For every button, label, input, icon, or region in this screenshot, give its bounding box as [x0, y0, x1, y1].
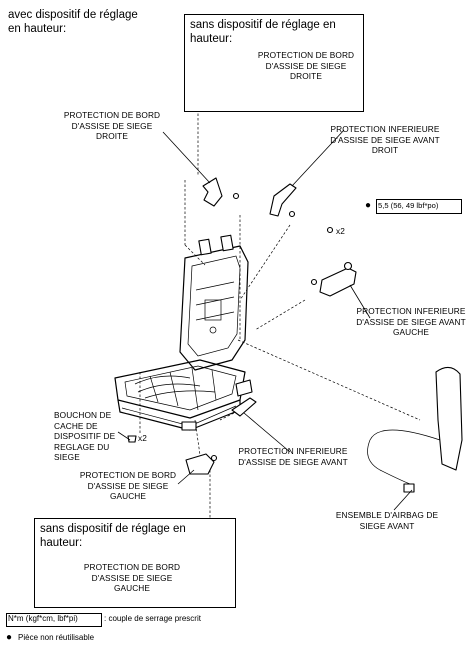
- lower-cushion-protector-right: [269, 183, 297, 217]
- front-seat-airbag-assembly: [435, 366, 463, 471]
- seat-edge-protector-left: [185, 453, 215, 475]
- seat-frame: [114, 234, 253, 431]
- lower-cushion-protector-left: [319, 267, 357, 297]
- label-protection-inferieure-droit: PROTECTION INFERIEURE D'ASSISE DE SIEGE …: [330, 124, 440, 155]
- label-protection-gauche-boxed: PROTECTION DE BORD D'ASSISE DE SIEGE GAU…: [83, 562, 181, 593]
- label-protection-gauche: PROTECTION DE BORD D'ASSISE DE SIEGE GAU…: [79, 470, 177, 501]
- label-protection-droite: PROTECTION DE BORD D'ASSISE DE SIEGE DRO…: [63, 110, 161, 141]
- quantity-x2-bolts: x2: [336, 226, 345, 236]
- header-with-adjuster: avec dispositif de réglage en hauteur:: [8, 9, 138, 35]
- nonreusable-marker: ●: [365, 200, 372, 211]
- header-without-adjuster-bottom: sans dispositif de réglage en hauteur:: [40, 523, 186, 549]
- label-bouchon: BOUCHON DE CACHE DE DISPOSITIF DE REGLAG…: [54, 410, 116, 462]
- label-protection-inferieure-avant: PROTECTION INFERIEURE D'ASSISE DE SIEGE …: [238, 446, 348, 467]
- seat-adjuster-cover-cap: [127, 435, 137, 443]
- seat-edge-protector-right: [202, 177, 223, 207]
- label-protection-inferieure-gauche: PROTECTION INFERIEURE D'ASSISE DE SIEGE …: [356, 306, 466, 337]
- legend-torque-text: : couple de serrage prescrit: [104, 614, 201, 623]
- label-protection-droite-boxed: PROTECTION DE BORD D'ASSISE DE SIEGE DRO…: [257, 50, 355, 81]
- label-airbag: ENSEMBLE D'AIRBAG DE SIEGE AVANT: [335, 510, 439, 531]
- legend-nonreusable-text: Pièce non réutilisable: [18, 633, 95, 642]
- quantity-x2-caps: x2: [138, 433, 147, 443]
- legend-torque-box: [6, 613, 102, 627]
- legend-torque-unit: N*m (kgf*cm, lbf*pi): [8, 614, 78, 623]
- box-without-adjuster-top: [184, 14, 364, 112]
- torque-spec-box: [376, 199, 462, 214]
- filled-circle-icon: ●: [6, 632, 13, 643]
- header-without-adjuster-top: sans dispositif de réglage en hauteur:: [190, 19, 336, 45]
- torque-value: 5,5 (56, 49 lbf*po): [378, 201, 439, 210]
- front-lower-cushion-protector: [231, 397, 257, 417]
- box-without-adjuster-bottom: [34, 518, 236, 608]
